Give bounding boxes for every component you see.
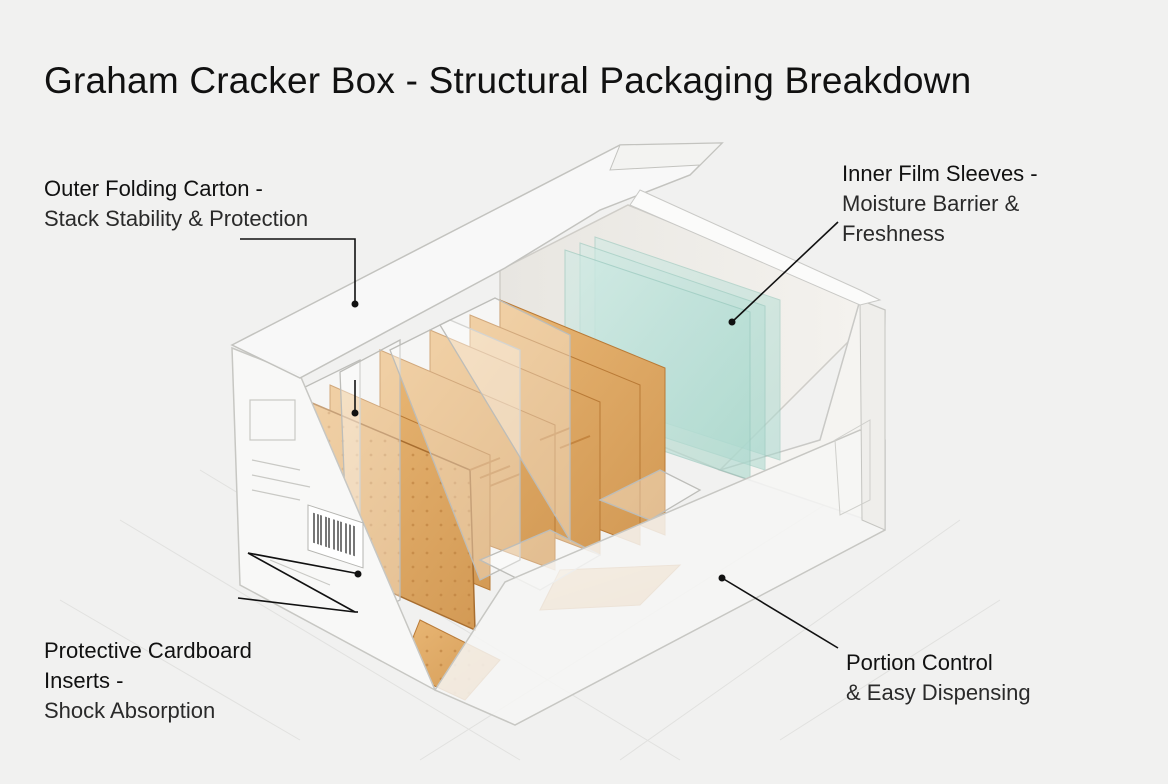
callout-outer-carton-title: Outer Folding Carton - [44,176,263,201]
callout-inner-film-detail-2: Freshness [842,221,945,246]
barcode [307,504,364,569]
callout-inserts-title-1: Protective Cardboard [44,638,252,663]
carton-back-flap [629,189,882,306]
callout-outer-carton-detail: Stack Stability & Protection [44,206,309,231]
callout-outer-carton: Outer Folding Carton - Stack Stability &… [44,174,308,234]
callout-portion: Portion Control & Easy Dispensing [846,648,1031,708]
page-title: Graham Cracker Box - Structural Packagin… [44,60,972,101]
callout-inserts-detail: Shock Absorption [44,698,216,723]
callout-inserts: Protective Cardboard Inserts - Shock Abs… [44,636,252,726]
carton-right-end [859,299,886,531]
callout-portion-detail: & Easy Dispensing [846,680,1031,705]
panel-print [249,399,331,586]
callout-inner-film-title: Inner Film Sleeves - [842,161,1038,186]
callout-inner-film: Inner Film Sleeves - Moisture Barrier & … [842,159,1038,249]
callout-portion-title: Portion Control [846,650,993,675]
callout-inner-film-detail-1: Moisture Barrier & [842,191,1020,216]
leader-lines [237,221,839,649]
callout-inserts-title-2: Inserts - [44,668,124,693]
